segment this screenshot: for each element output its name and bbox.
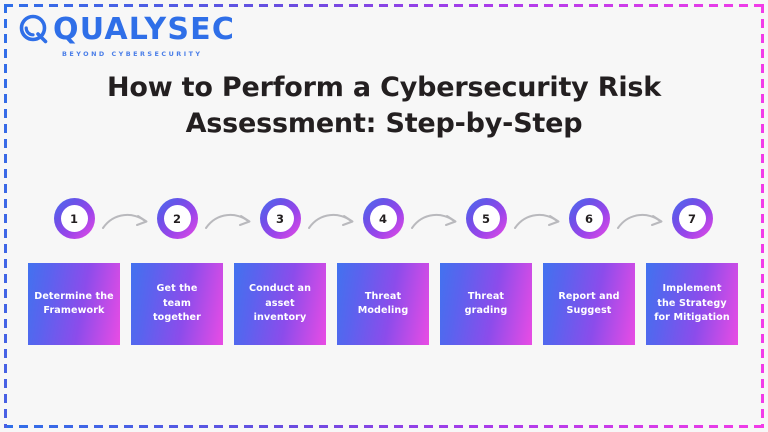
step-number-badge-2: 2 <box>156 198 198 239</box>
connector-1 <box>101 198 147 242</box>
steps-row: 1 Determine the Framework 2 Get the team… <box>28 198 742 345</box>
step-card-6: Report and Suggest <box>543 263 635 345</box>
step-card-label-3: Conduct an asset inventory <box>248 283 312 324</box>
frame-border-top <box>4 4 764 7</box>
step-3: 3 Conduct an asset inventory <box>234 198 326 345</box>
step-number-4: 4 <box>369 205 397 232</box>
step-card-label-7: Implement the Strategy for Mitigation <box>654 283 730 324</box>
step-card-label-1: Determine the Framework <box>34 290 114 316</box>
step-number-badge-5: 5 <box>465 198 507 239</box>
step-number-badge-4: 4 <box>362 198 404 239</box>
connector-2 <box>204 198 250 242</box>
step-number-badge-3: 3 <box>259 198 301 239</box>
step-number-badge-1: 1 <box>53 198 95 239</box>
step-4: 4 Threat Modeling <box>337 198 429 345</box>
step-number-1: 1 <box>60 205 88 232</box>
step-card-3: Conduct an asset inventory <box>234 263 326 345</box>
connector-5 <box>513 198 559 242</box>
step-card-7: Implement the Strategy for Mitigation <box>646 263 738 345</box>
logo-wordmark-text: QUALYSEC <box>53 12 236 47</box>
connector-4 <box>410 198 456 242</box>
frame-border-bottom <box>4 425 764 428</box>
connector-6 <box>616 198 662 242</box>
step-number-7: 7 <box>678 205 706 232</box>
step-7: 7 Implement the Strategy for Mitigation <box>646 198 738 345</box>
step-5: 5 Threat grading <box>440 198 532 345</box>
step-card-2: Get the team together <box>131 263 223 345</box>
page-title: How to Perform a Cybersecurity Risk Asse… <box>106 72 662 139</box>
curved-arrow-right-icon <box>616 214 662 229</box>
step-number-badge-7: 7 <box>671 198 713 239</box>
step-card-1: Determine the Framework <box>28 263 120 345</box>
frame-border-left <box>4 4 7 428</box>
curved-arrow-right-icon <box>101 214 147 229</box>
step-number-badge-6: 6 <box>568 198 610 239</box>
step-card-4: Threat Modeling <box>337 263 429 345</box>
curved-arrow-right-icon <box>513 214 559 229</box>
step-number-5: 5 <box>472 205 500 232</box>
curved-arrow-right-icon <box>307 214 353 229</box>
step-6: 6 Report and Suggest <box>543 198 635 345</box>
step-1: 1 Determine the Framework <box>28 198 120 345</box>
frame-border-right <box>761 4 764 428</box>
logo-tagline: BEYOND CYBERSECURITY <box>62 50 203 58</box>
connector-3 <box>307 198 353 242</box>
step-number-6: 6 <box>575 205 603 232</box>
curved-arrow-right-icon <box>410 214 456 229</box>
curved-arrow-right-icon <box>204 214 250 229</box>
step-number-2: 2 <box>163 205 191 232</box>
brand-logo: QUALYSEC BEYOND CYBERSECURITY <box>18 14 235 58</box>
step-card-label-2: Get the team together <box>152 283 201 324</box>
step-2: 2 Get the team together <box>131 198 223 345</box>
step-card-label-6: Report and Suggest <box>558 290 620 316</box>
step-card-label-4: Threat Modeling <box>357 290 409 316</box>
logo-wordmark: QUALYSEC <box>18 14 235 46</box>
step-card-5: Threat grading <box>440 263 532 345</box>
step-number-3: 3 <box>266 205 294 232</box>
step-card-label-5: Threat grading <box>464 290 508 316</box>
magnifying-glass-q-icon <box>19 14 48 44</box>
